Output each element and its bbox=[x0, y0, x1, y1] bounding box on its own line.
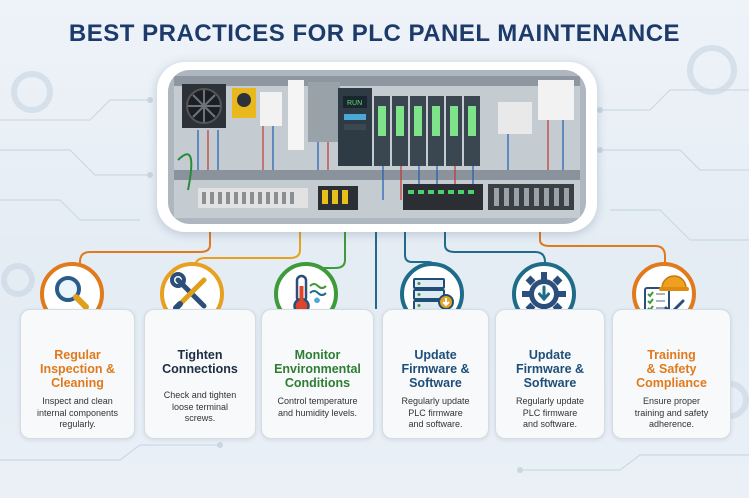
card-desc-line: and humidity levels. bbox=[277, 407, 358, 418]
card-desc-line: and software. bbox=[522, 419, 578, 429]
card-5-icon-circle bbox=[512, 262, 576, 326]
card-desc-line: and software. bbox=[408, 419, 463, 429]
card-desc-line: adherence. bbox=[648, 419, 695, 429]
card-title-line: Firmware & bbox=[515, 362, 585, 376]
card-desc-line: regularly. bbox=[59, 419, 96, 429]
card-desc-line: loose terminal bbox=[171, 401, 229, 412]
card-training-safety: Training & Safety Compliance Ensure prop… bbox=[612, 309, 731, 439]
card-title-line: Inspection & bbox=[39, 362, 115, 376]
plc-panel-image: RUN bbox=[168, 70, 586, 224]
card-desc-line: PLC firmware bbox=[522, 407, 578, 418]
card-title: Update Firmware & Software bbox=[496, 348, 604, 390]
card-monitor-environment: Monitor Environmental Conditions Control… bbox=[261, 309, 374, 439]
card-description: Ensure proper training and safety adhere… bbox=[617, 396, 726, 431]
card-title-line: Cleaning bbox=[51, 376, 104, 390]
card-tighten-connections: Tighten Connections Check and tighten lo… bbox=[144, 309, 256, 439]
card-title: Regular Inspection & Cleaning bbox=[21, 348, 134, 390]
card-title-line: Conditions bbox=[284, 376, 351, 390]
card-title-line: Update bbox=[528, 348, 572, 362]
card-desc-line: Regularly update bbox=[515, 396, 585, 406]
card-desc-line: PLC firmware bbox=[408, 407, 463, 418]
card-title: Training & Safety Compliance bbox=[613, 348, 730, 390]
card-desc-line: Ensure proper bbox=[642, 396, 701, 406]
magnifier-icon bbox=[55, 276, 89, 310]
card-update-firmware-2: Update Firmware & Software Regularly upd… bbox=[495, 309, 605, 439]
card-title-line: Monitor bbox=[294, 348, 341, 362]
card-description: Control temperature and humidity levels. bbox=[266, 396, 369, 419]
card-desc-line: Inspect and clean bbox=[42, 396, 113, 406]
card-desc-line: Check and tighten bbox=[163, 390, 237, 400]
card-title: Update Firmware & Software bbox=[383, 348, 488, 390]
card-regular-inspection: Regular Inspection & Cleaning Inspect an… bbox=[20, 309, 135, 439]
card-title-line: Tighten bbox=[177, 348, 223, 362]
card-title-line: Regular bbox=[54, 348, 101, 362]
card-update-firmware-1: Update Firmware & Software Regularly upd… bbox=[382, 309, 489, 439]
run-label: RUN bbox=[347, 100, 362, 107]
card-title-line: Environmental bbox=[274, 362, 361, 376]
wrench-screwdriver-icon bbox=[170, 272, 207, 311]
card-title-line: Compliance bbox=[636, 376, 707, 390]
card-description: Check and tighten loose terminal screws. bbox=[149, 390, 251, 425]
card-title-line: Training bbox=[647, 348, 696, 362]
card-desc-line: training and safety bbox=[634, 407, 709, 418]
card-title-line: Software bbox=[523, 376, 577, 390]
card-title: Monitor Environmental Conditions bbox=[262, 348, 373, 390]
card-title: Tighten Connections bbox=[145, 348, 255, 376]
card-title-line: Firmware & bbox=[401, 362, 470, 376]
page-title: BEST PRACTICES FOR PLC PANEL MAINTENANCE bbox=[68, 20, 681, 47]
card-description: Regularly update PLC firmware and softwa… bbox=[500, 396, 600, 431]
card-description: Inspect and clean internal components re… bbox=[25, 396, 130, 431]
card-desc-line: Regularly update bbox=[401, 396, 470, 406]
card-title-line: Update bbox=[414, 348, 457, 362]
card-title-line: Software bbox=[409, 376, 462, 390]
card-title-line: Connections bbox=[162, 362, 238, 376]
card-desc-line: internal components bbox=[36, 407, 119, 418]
card-title-line: & Safety bbox=[646, 362, 697, 376]
card-desc-line: Control temperature bbox=[277, 396, 358, 406]
gear-download-icon bbox=[522, 272, 566, 316]
card-desc-line: screws. bbox=[184, 413, 216, 423]
card-description: Regularly update PLC firmware and softwa… bbox=[387, 396, 484, 431]
